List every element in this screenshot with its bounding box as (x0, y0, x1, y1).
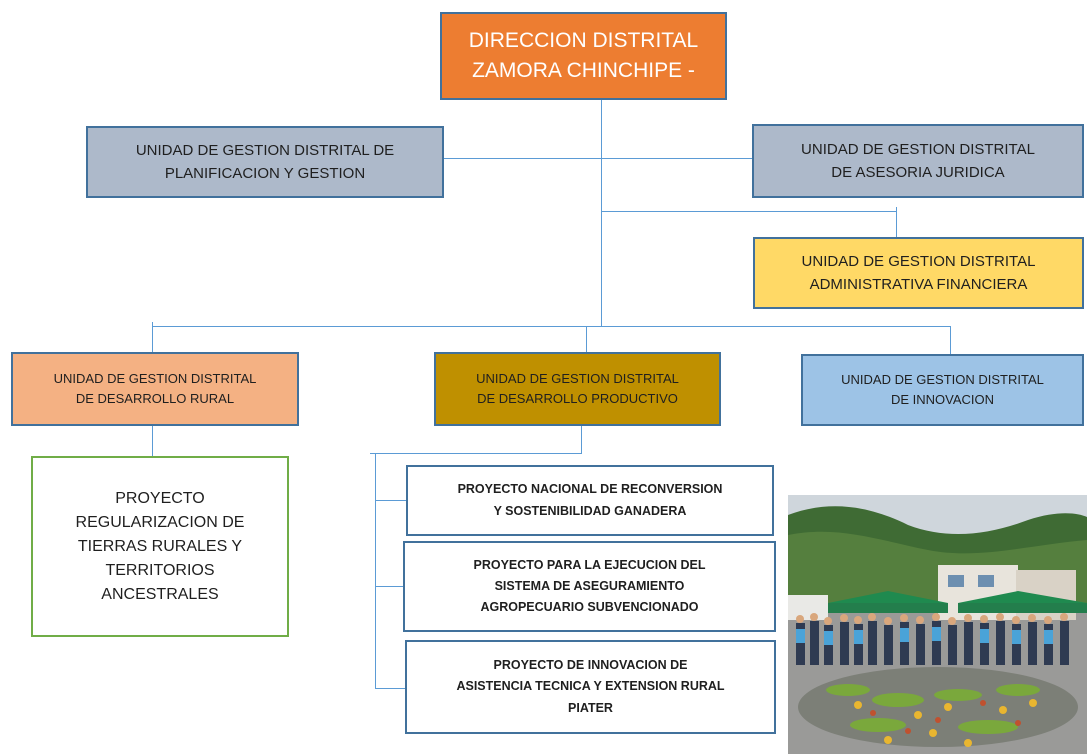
node-direccion-distrital-line-1: DIRECCION DISTRITAL (468, 28, 699, 52)
node-productivo-line-1: UNIDAD DE GESTION DISTRITAL (476, 370, 679, 386)
node-seguro-line-3: AGROPECUARIO SUBVENCIONADO (480, 600, 699, 615)
connector-piater-branch (375, 688, 405, 689)
node-administrativa-financiera: UNIDAD DE GESTION DISTRITAL ADMINISTRATI… (753, 237, 1084, 309)
node-rural-line-2: DE DESARROLLO RURAL (75, 391, 235, 406)
node-proyecto-tierras: PROYECTO REGULARIZACION DE TIERRAS RURAL… (31, 456, 289, 637)
connector-rural-drop (152, 322, 153, 352)
node-tierras-line-3: TIERRAS RURALES Y (77, 537, 243, 555)
connector-projects-spine (375, 453, 376, 689)
node-desarrollo-productivo: UNIDAD DE GESTION DISTRITAL DE DESARROLL… (434, 352, 721, 426)
node-piater-line-1: PROYECTO DE INNOVACION DE (493, 658, 688, 673)
node-financiera-line-1: UNIDAD DE GESTION DISTRITAL (801, 252, 1036, 270)
node-tierras-line-1: PROYECTO (115, 489, 205, 507)
node-juridica-line-2: DE ASESORIA JURIDICA (831, 164, 1005, 181)
node-proyecto-aseguramiento: PROYECTO PARA LA EJECUCION DEL SISTEMA D… (403, 541, 776, 632)
node-piater-line-3: PIATER (568, 700, 613, 715)
node-innovacion: UNIDAD DE GESTION DISTRITAL DE INNOVACIO… (801, 354, 1084, 426)
node-planificacion-line-1: UNIDAD DE GESTION DISTRITAL DE (135, 141, 395, 159)
node-proyecto-piater: PROYECTO DE INNOVACION DE ASISTENCIA TEC… (405, 640, 776, 734)
node-direccion-distrital: DIRECCION DISTRITAL ZAMORA CHINCHIPE - (440, 12, 727, 100)
connector-productivo-down (581, 426, 582, 453)
connector-financiera-vertical (896, 207, 897, 237)
group-photo (788, 495, 1087, 754)
connector-ganadera-branch (375, 500, 406, 501)
connector-projects-horizontal (370, 453, 582, 454)
connector-units-horizontal (152, 326, 950, 327)
node-innovacion-line-2: DE INNOVACION (890, 392, 995, 407)
node-proyecto-ganadera: PROYECTO NACIONAL DE RECONVERSION Y SOST… (406, 465, 774, 536)
node-productivo-line-2: DE DESARROLLO PRODUCTIVO (477, 391, 678, 406)
node-desarrollo-rural: UNIDAD DE GESTION DISTRITAL DE DESARROLL… (11, 352, 299, 426)
node-piater-line-2: ASISTENCIA TECNICA Y EXTENSION RURAL (456, 679, 725, 694)
node-asesoria-juridica: UNIDAD DE GESTION DISTRITAL DE ASESORIA … (752, 124, 1084, 198)
node-seguro-line-1: PROYECTO PARA LA EJECUCION DEL (473, 557, 706, 572)
connector-root-trunk (601, 100, 602, 326)
node-rural-line-1: UNIDAD DE GESTION DISTRITAL (53, 370, 257, 386)
node-planificacion-gestion: UNIDAD DE GESTION DISTRITAL DE PLANIFICA… (86, 126, 444, 198)
node-tierras-line-2: REGULARIZACION DE (75, 513, 245, 531)
connector-support-horizontal (444, 158, 752, 159)
connector-rural-to-tierras (152, 426, 153, 456)
node-seguro-line-2: SISTEMA DE ASEGURAMIENTO (494, 578, 685, 593)
connector-financiera-horizontal (601, 211, 897, 212)
node-tierras-line-4: TERRITORIOS (105, 561, 215, 579)
node-juridica-line-1: UNIDAD DE GESTION DISTRITAL (801, 140, 1035, 158)
connector-productivo-drop (586, 326, 587, 352)
node-innovacion-line-1: UNIDAD DE GESTION DISTRITAL (841, 371, 1044, 387)
node-tierras-line-5: ANCESTRALES (101, 585, 219, 603)
connector-seguro-branch (375, 586, 403, 587)
node-ganadera-line-1: PROYECTO NACIONAL DE RECONVERSION (457, 482, 723, 497)
node-planificacion-line-2: PLANIFICACION Y GESTION (164, 165, 366, 182)
node-ganadera-line-2: Y SOSTENIBILIDAD GANADERA (493, 503, 687, 518)
node-direccion-distrital-line-2: ZAMORA CHINCHIPE - (472, 59, 695, 82)
connector-innovacion-drop (950, 326, 951, 354)
node-financiera-line-2: ADMINISTRATIVA FINANCIERA (809, 276, 1028, 293)
